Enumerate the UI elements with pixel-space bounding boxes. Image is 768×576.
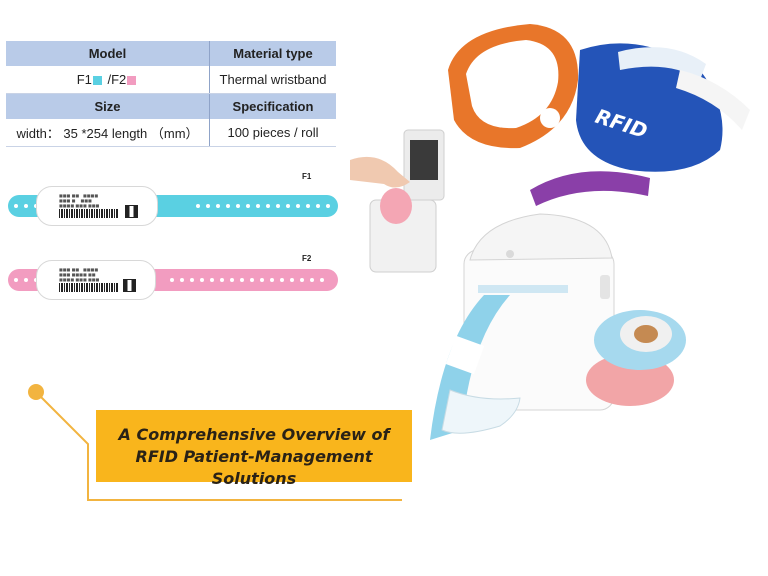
wristband-f1-label: F1 [302,172,312,181]
wristband-f2-holes [14,269,38,291]
wristband-f2-label-area: ■■■ ■■ ■■■■■■■ ■■■■ ■■■■■■ ■■■ ■■■ [36,260,156,300]
wristband-f1-label-area: ■■■ ■■ ■■■■■■■ ■ ■■■■■■■ ■■■ ■■■ [36,186,158,226]
open-printer-image [350,129,445,273]
model-value: F1 /F2 [6,66,210,94]
spec-header: Specification [232,99,314,114]
size-header-row: Size Specification [6,93,336,119]
callout-connector [28,384,402,501]
wristband-rolls [586,310,686,406]
wristband-f1-qr-code [125,205,138,218]
model-header: Model [6,41,210,66]
wristband-f1-patient-text: ■■■ ■■ ■■■■■■■ ■ ■■■■■■■ ■■■ ■■■ [59,193,100,208]
product-illustration: RFID [350,24,750,440]
spec-table: Model Material type F1 /F2 Thermal wrist… [6,41,336,147]
f2-color-swatch [127,76,137,85]
size-value: width： 35 *254 length （mm） [6,119,210,147]
banner-line-1: A Comprehensive Overview of [118,425,390,444]
wristband-f2-qr-code [123,279,136,292]
size-value-row: width： 35 *254 length （mm） 100 pieces / … [6,119,336,147]
spec-value-row: F1 /F2 Thermal wristband [6,66,336,94]
material-value: Thermal wristband [209,66,336,94]
f1-color-swatch [92,76,102,85]
wristband-f1: ■■■ ■■ ■■■■■■■ ■ ■■■■■■■ ■■■ ■■■ F1 [8,172,338,226]
spec-header-row: Model Material type [6,41,336,66]
callout-line [35,391,402,501]
wristband-f1-holes-right [196,195,330,217]
wristband-f2-barcode [59,283,119,292]
size-header: Size [6,93,210,119]
wristband-f2: ■■■ ■■ ■■■■■■■ ■■■■ ■■■■■■ ■■■ ■■■ F2 [8,254,338,302]
title-banner: A Comprehensive Overview of RFID Patient… [96,410,412,488]
wristband-f1-holes [14,195,38,217]
wristband-f2-label: F2 [302,254,312,263]
material-header: Material type [233,46,313,61]
wristband-f1-barcode [59,209,119,218]
model-f1: F1 [76,72,92,87]
banner-line-2: RFID Patient-Management Solutions [135,447,373,488]
wristband-f2-patient-text: ■■■ ■■ ■■■■■■■ ■■■■ ■■■■■■ ■■■ ■■■ [59,267,100,282]
label-printer-image [463,213,615,411]
wristband-f2-holes-right [170,269,324,291]
model-f2: /F2 [107,72,127,87]
printed-wristband-strip [430,295,521,440]
rfid-wristbands-image: RFID [448,24,750,206]
spec-value: 100 pieces / roll [209,119,336,147]
